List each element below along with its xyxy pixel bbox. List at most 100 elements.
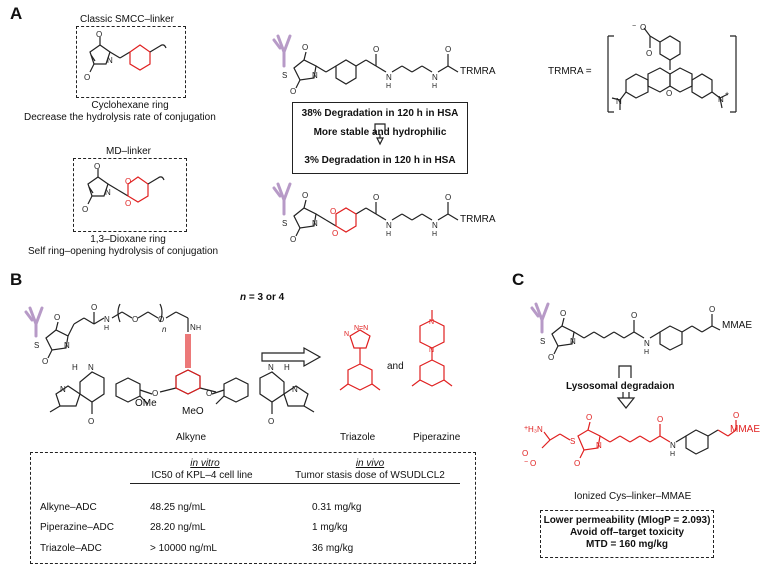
trmra-label-top: TRMRA (460, 66, 496, 77)
triazole-structure: N N=N (339, 325, 381, 391)
svg-text:O: O (640, 23, 646, 32)
triazole-label: Triazole (340, 432, 376, 443)
md-conjugate-structure: S O O O O N O N H N H O (272, 182, 459, 244)
svg-text:O: O (268, 417, 274, 426)
svg-text:O: O (631, 311, 637, 320)
properties-box (540, 510, 714, 558)
svg-text:H: H (386, 231, 391, 238)
svg-text:H: H (644, 349, 649, 356)
svg-text:H: H (432, 83, 437, 90)
stability-comparison-box (292, 102, 468, 174)
svg-text:H: H (670, 451, 675, 458)
smcc-note: Decrease the hydrolysis rate of conjugat… (24, 112, 216, 123)
and-label: and (387, 361, 404, 372)
panel-c-label: C (512, 270, 525, 289)
cys-linker-mmae-structure: + H₃N O O − S O O N O N H O (522, 411, 739, 468)
svg-text:N: N (432, 73, 438, 82)
svg-text:N: N (312, 219, 318, 228)
svg-text:H: H (284, 363, 290, 372)
svg-text:N: N (429, 319, 434, 326)
svg-text:N: N (107, 56, 113, 65)
open-arrow-icon (261, 346, 322, 368)
svg-text:N: N (670, 441, 676, 450)
md-ring-label: 1,3–Dioxane ring (90, 234, 166, 245)
svg-text:O: O (88, 417, 94, 426)
toxicity-line: Avoid off–target toxicity (569, 527, 685, 538)
smcc-linker-box (76, 26, 186, 98)
svg-text:N: N (190, 323, 196, 332)
smcc-ring-label: Cyclohexane ring (91, 100, 169, 111)
svg-text:H: H (196, 325, 201, 332)
col-in-vivo-header: in vivo (355, 458, 385, 469)
svg-text:O: O (94, 162, 100, 171)
svg-text:N: N (292, 385, 298, 394)
permeability-line: Lower permeability (MlogP = 2.093) (543, 515, 711, 526)
md-linker-structure: O O N O O (82, 162, 165, 214)
row-ic50-piperazine: 28.20 ng/mL (150, 522, 206, 533)
n-value-label: n = 3 or 4 (240, 292, 285, 303)
svg-text:O: O (82, 205, 88, 214)
svg-text:O: O (332, 229, 338, 238)
svg-text:+: + (725, 91, 729, 98)
svg-text:O: O (84, 73, 90, 82)
svg-text:−: − (632, 23, 636, 30)
svg-text:O: O (445, 45, 451, 54)
svg-text:O: O (91, 303, 97, 312)
svg-text:N: N (60, 385, 66, 394)
svg-text:O: O (709, 305, 715, 314)
svg-text:O: O (445, 193, 451, 202)
md-linker-box (73, 158, 187, 232)
svg-text:N: N (616, 97, 622, 106)
svg-text:S: S (34, 341, 39, 350)
svg-text:O: O (96, 30, 102, 39)
meo-label: MeO (182, 406, 204, 417)
svg-text:O: O (574, 459, 580, 468)
piperazine-structure: N N (411, 310, 453, 387)
svg-text:H: H (432, 231, 437, 238)
svg-text:N: N (64, 341, 70, 350)
md-note: Self ring–opening hydrolysis of conjugat… (28, 246, 219, 257)
row-dose-alkyne: 0.31 mg/kg (312, 502, 362, 513)
svg-text:O: O (42, 357, 48, 366)
col-in-vitro-sub: IC50 of KPL–4 cell line (151, 470, 253, 481)
svg-text:N: N (432, 221, 438, 230)
adc-comparison-table (30, 452, 476, 564)
svg-text:O: O (54, 313, 60, 322)
svg-text:O: O (657, 415, 663, 424)
svg-text:+: + (524, 425, 528, 432)
svg-text:S: S (282, 219, 287, 228)
trmra-structure: O − O O N N + (607, 23, 737, 113)
svg-text:O: O (125, 177, 131, 186)
smcc-linker-structure: O O N (84, 30, 167, 82)
box-line-3-percent: 3% Degradation in 120 h in HSA (304, 155, 456, 166)
svg-text:O: O (586, 413, 592, 422)
row-name-alkyne: Alkyne–ADC (40, 502, 97, 513)
lysosomal-degradation-label: Lysosomal degradaion (566, 381, 675, 392)
svg-text:−: − (524, 459, 528, 466)
row-ic50-triazole: > 10000 ng/mL (150, 543, 217, 554)
md-linker-title: MD–linker (106, 146, 152, 157)
panel-a-label: A (10, 4, 23, 23)
svg-text:O: O (302, 191, 308, 200)
alkyne-adc-structure: S (24, 303, 315, 426)
mmae-label-bottom: MMAE (730, 424, 760, 435)
svg-text:O: O (373, 45, 379, 54)
smcc-conjugate-structure: S O O N O N H N H O (272, 34, 459, 96)
trmra-label-bottom: TRMRA (460, 214, 496, 225)
svg-text:n: n (162, 325, 167, 334)
svg-text:N: N (312, 71, 318, 80)
svg-text:N: N (718, 95, 724, 104)
svg-text:O: O (132, 315, 138, 324)
table-header-divider (130, 483, 460, 484)
svg-text:O: O (530, 459, 536, 468)
svg-text:O: O (733, 411, 739, 420)
ionized-product-label: Ionized Cys–linker–MMAE (574, 491, 692, 502)
row-name-triazole: Triazole–ADC (40, 543, 102, 554)
box-line-stable: More stable and hydrophilic (313, 127, 447, 138)
svg-text:O: O (290, 235, 296, 244)
svg-text:S: S (570, 437, 575, 446)
svg-text:O: O (522, 449, 528, 458)
svg-text:O: O (330, 207, 336, 216)
svg-text:O: O (290, 87, 296, 96)
svg-text:N: N (570, 337, 576, 346)
